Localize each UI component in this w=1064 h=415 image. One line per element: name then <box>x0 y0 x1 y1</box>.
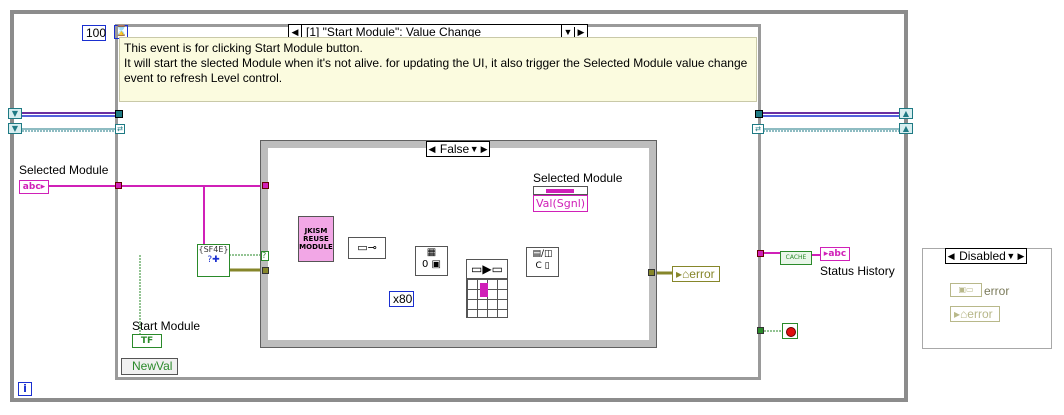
event-comment: This event is for clicking Start Module … <box>119 37 757 102</box>
case-error-tunnel-left <box>262 267 269 274</box>
event-right-tunnel-top <box>755 110 763 118</box>
chevron-down-icon[interactable]: ▼ <box>563 27 573 37</box>
disabled-decrement[interactable]: ◀ <box>947 250 955 261</box>
event-right-bool-tunnel <box>757 327 764 334</box>
format-node-glyphs: ?✚ <box>207 255 220 265</box>
start-module-terminal[interactable]: TF <box>132 334 162 348</box>
string-tunnel-left <box>115 182 122 189</box>
event-left-tunnel-top <box>115 110 123 118</box>
case-increment[interactable]: ▶ <box>480 143 488 154</box>
status-history-terminal-text: abc <box>828 249 847 259</box>
status-format-node[interactable]: ▤∕◫C ▯ <box>526 247 559 277</box>
error-out-arrow-icon: ▸⌂ <box>676 267 690 281</box>
cluster-array-icon[interactable] <box>466 278 508 318</box>
selector-decrement[interactable]: ◀ <box>291 26 299 37</box>
event-selector[interactable]: ◀ [1] "Start Module": Value Change ▼ ▶ <box>288 24 588 40</box>
event-data-node[interactable]: NewVal <box>121 358 178 375</box>
cluster-array-pink <box>480 283 488 297</box>
disabled-increment[interactable]: ▶ <box>1017 250 1025 261</box>
disabled-error-arrow-icon: ▸⌂ <box>954 307 968 321</box>
while-loop-frame <box>10 10 908 402</box>
disabled-error-label: error <box>984 284 1010 298</box>
error-out-label: error <box>689 267 715 281</box>
selector-increment[interactable]: ▶ <box>574 26 587 38</box>
start-module-label: Start Module <box>132 319 201 333</box>
property-node-item[interactable]: Val(Sgnl) <box>533 195 588 212</box>
timeout-constant[interactable]: 100 <box>82 25 106 41</box>
status-history-label: Status History <box>820 264 895 278</box>
selected-module-label: Selected Module <box>19 163 109 177</box>
event-selector-label: [1] "Start Module": Value Change <box>301 25 562 39</box>
selected-module-terminal[interactable]: abc▸ <box>19 180 49 194</box>
case-decrement[interactable]: ◀ <box>428 143 436 154</box>
chevron-down-icon[interactable]: ▼ <box>1006 251 1016 261</box>
disabled-error-constant[interactable]: ▸⌂error <box>950 306 1000 322</box>
module-lookup-node[interactable]: ▦0 ▣ <box>415 246 448 276</box>
case-error-tunnel-right <box>648 269 655 276</box>
case-string-tunnel <box>262 182 269 189</box>
hex-constant[interactable]: x80 <box>389 291 414 307</box>
disabled-selector[interactable]: ◀ Disabled ▼ ▶ <box>945 248 1027 264</box>
loop-iteration-icon: i <box>18 382 32 396</box>
event-right-refnum-tunnel: ⇄ <box>752 124 764 134</box>
stop-red-dot <box>786 327 796 337</box>
disabled-error-indicator[interactable]: ▣▭ <box>950 283 982 297</box>
cache-node[interactable]: CACHE <box>780 251 812 265</box>
property-node-label: Selected Module <box>533 171 623 185</box>
chevron-down-icon[interactable]: ▼ <box>469 144 479 154</box>
disabled-error-constant-label: error <box>967 307 993 321</box>
case-selector-label: False <box>439 142 470 156</box>
jkism-reuse-module-icon[interactable]: JKISM REUSE MODULE <box>298 216 334 262</box>
start-module-node[interactable]: ▭▶▭ <box>466 259 508 279</box>
event-right-string-tunnel <box>757 250 764 257</box>
right-shift-register-top[interactable]: ▲ <box>899 108 913 119</box>
event-left-refnum-tunnel: ⇄ <box>115 124 125 134</box>
disabled-selector-label: Disabled <box>959 249 1006 263</box>
property-node-pink-bar <box>546 189 574 193</box>
selected-module-terminal-text: abc <box>22 182 41 192</box>
format-node-text: {SF4E} <box>198 245 229 254</box>
left-shift-register-top[interactable]: ▼ <box>8 108 22 119</box>
case-selector-terminal: ? <box>261 251 269 261</box>
case-selector[interactable]: ◀ False ▼ ▶ <box>426 141 490 157</box>
format-string-node[interactable]: {SF4E} ?✚ <box>197 244 230 277</box>
left-shift-register-bottom[interactable]: ▼ <box>8 123 22 134</box>
stop-button-icon[interactable] <box>782 323 798 339</box>
property-node-header <box>533 186 588 195</box>
right-shift-register-bottom[interactable]: ▲ <box>899 123 913 134</box>
status-history-terminal[interactable]: ▸abc <box>820 247 850 261</box>
error-out-node[interactable]: ▸⌂error <box>672 266 720 282</box>
refnum-open-node[interactable]: ▭⊸ <box>348 237 386 259</box>
